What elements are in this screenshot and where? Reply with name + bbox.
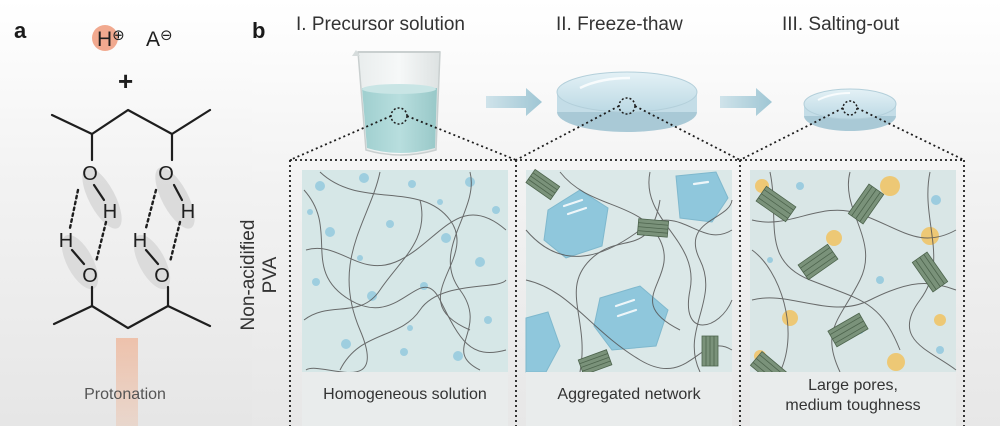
arrow-1-icon	[486, 88, 542, 116]
zoom-line-3a	[739, 107, 844, 161]
beaker-icon	[352, 50, 441, 156]
crystallite-9	[827, 312, 869, 348]
crystallite-4	[701, 335, 719, 367]
caption-band-2	[526, 372, 732, 426]
anion-label: A⊖	[146, 26, 173, 52]
o2-h2-bond	[172, 183, 184, 202]
ice-crystal-2	[675, 171, 729, 223]
crystallite-3	[577, 349, 613, 376]
hbond-right-diagonal	[168, 220, 182, 264]
atom-h1: H	[103, 201, 117, 223]
crystallite-1	[525, 168, 561, 201]
atom-o4: O	[154, 265, 170, 287]
micro-panel-salting-out	[749, 170, 957, 390]
petri-dish-large-icon	[556, 71, 698, 132]
proton-symbol: H	[97, 28, 113, 51]
stage-3-caption-line-2: medium toughness	[785, 397, 921, 414]
panel-b-letter: b	[252, 18, 266, 43]
micro-panel-aggregated	[525, 168, 733, 376]
atom-h4: H	[133, 230, 147, 252]
crystallite-7	[797, 243, 839, 281]
crystallite-5	[755, 185, 797, 223]
row-label-line-1: Non-acidified	[238, 219, 259, 331]
hbond-shade-top-right	[155, 167, 195, 229]
top-backbone	[50, 108, 212, 136]
stage-1-caption: Homogeneous solution	[323, 386, 487, 403]
crystallite-6	[847, 183, 885, 225]
protonation-glow	[116, 338, 138, 426]
ice-crystal-3	[593, 285, 669, 351]
h4-o4-bond	[144, 248, 160, 266]
anion-charge: ⊖	[160, 27, 173, 44]
hbond-shade-bottom-right	[133, 234, 171, 290]
atom-h3: H	[59, 230, 73, 252]
plus-sign: +	[118, 66, 134, 96]
proton-highlight-circle	[92, 25, 118, 51]
proton-label: H⊕	[97, 26, 125, 52]
row-label-line-2: PVA	[260, 256, 281, 294]
stage-2-caption: Aggregated network	[557, 386, 701, 403]
ice-crystal-4	[525, 311, 561, 373]
caption-band-1	[302, 372, 508, 426]
stage-2-title: II. Freeze-thaw	[556, 14, 683, 35]
protonation-caption: Protonation	[84, 386, 166, 403]
proton-charge: ⊕	[112, 27, 125, 44]
anion-symbol: A	[146, 28, 161, 51]
stage-3-caption: Large pores, medium toughness	[750, 376, 956, 416]
stage-3-caption-line-1: Large pores,	[808, 377, 898, 394]
micro-panel-homogeneous	[302, 170, 508, 373]
stage-1-title: I. Precursor solution	[296, 14, 465, 35]
atom-h2: H	[181, 201, 195, 223]
hbond-left-vertical	[68, 188, 80, 230]
arrow-2-icon	[720, 88, 772, 116]
o1-h1-bond	[92, 183, 106, 202]
zoom-line-1a	[289, 115, 392, 161]
panel-a-letter: a	[14, 18, 27, 43]
zoom-line-2a	[515, 105, 620, 161]
hbond-right-vertical	[144, 188, 158, 230]
stage-3-title: III. Salting-out	[782, 14, 900, 35]
atom-o2: O	[158, 163, 174, 185]
hbond-shade-bottom-left	[61, 234, 99, 290]
atom-o3: O	[82, 265, 98, 287]
row-label: Non-acidified PVA	[238, 215, 282, 335]
crystallite-8	[911, 251, 949, 293]
hbond-left-diagonal	[94, 220, 108, 264]
atom-o1: O	[82, 163, 98, 185]
petri-dish-small-icon	[803, 88, 897, 131]
h3-o3-bond	[70, 248, 86, 266]
bottom-backbone	[52, 304, 212, 330]
caption-band-3	[750, 372, 956, 426]
crystallite-2	[636, 218, 670, 238]
pva-hydrogen-bond-structure: O H O H H O H O	[50, 108, 212, 330]
